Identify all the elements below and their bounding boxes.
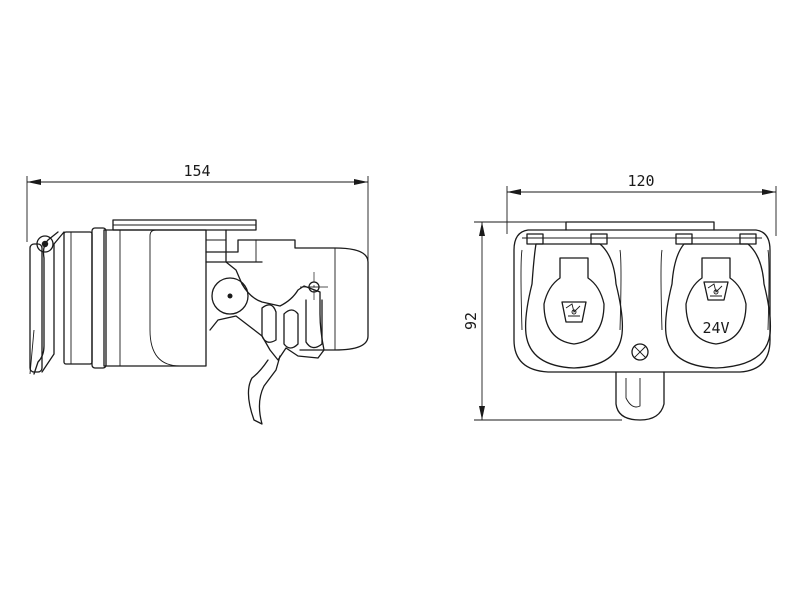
front-housing <box>513 229 771 373</box>
trailer-symbol-icon <box>561 301 587 323</box>
front-view: 120 92 <box>462 172 777 421</box>
cable-clamp <box>205 261 325 425</box>
dimension-height: 92 <box>462 221 622 421</box>
screw-icon <box>631 343 649 361</box>
trailer-symbol-icon <box>703 281 729 301</box>
voltage-label: 24V <box>702 319 729 337</box>
dimension-length-label: 154 <box>183 162 210 180</box>
rear-housing <box>255 239 369 351</box>
top-rail <box>565 221 715 231</box>
dimension-width: 120 <box>506 172 777 236</box>
socket-right: 24V <box>660 233 772 369</box>
collar-rings <box>63 227 107 369</box>
socket-left <box>520 233 624 369</box>
dimension-height-label: 92 <box>462 312 480 330</box>
mounting-flange <box>112 219 257 253</box>
dimension-width-label: 120 <box>627 172 654 190</box>
main-body <box>103 229 263 367</box>
side-view: 154 <box>26 162 369 425</box>
front-lid <box>29 231 65 375</box>
dimension-length: 154 <box>26 162 369 262</box>
cable-tab <box>615 371 665 421</box>
screw-icon <box>300 272 328 300</box>
